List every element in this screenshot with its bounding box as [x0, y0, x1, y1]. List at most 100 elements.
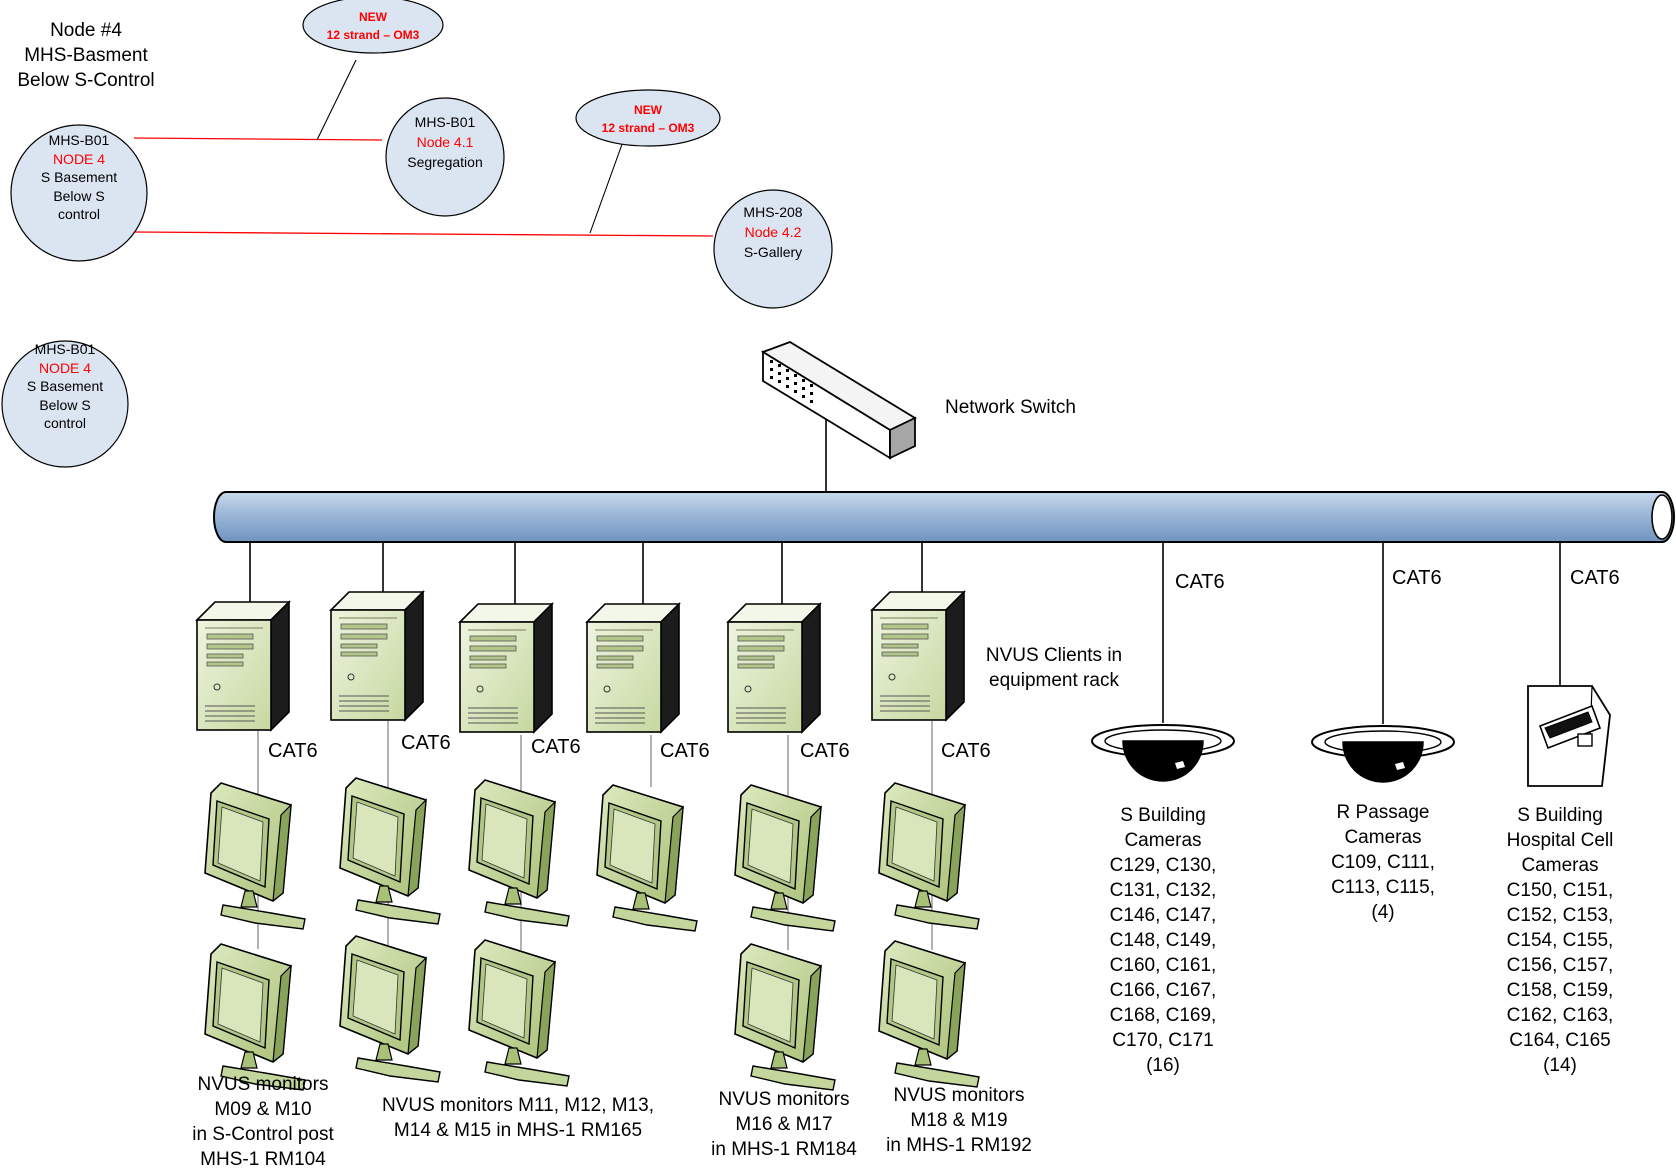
lcd-monitor-icon — [878, 782, 980, 930]
node-title-line: Node #4 — [50, 20, 122, 41]
monitor-group-2-label: NVUS monitors M11, M12, M13, M14 & M15 i… — [358, 1093, 678, 1143]
fiber-callout-1-label: NEW 12 strand – OM3 — [303, 8, 443, 44]
node-location: Below S — [39, 396, 91, 413]
camera-group-line: (4) — [1371, 902, 1395, 923]
camera-group-line: C170, C171 — [1112, 1030, 1214, 1051]
node-4-2-label: MHS-208 Node 4.2 S-Gallery — [713, 202, 833, 262]
camera-group-line: C113, C115, — [1331, 877, 1435, 898]
callout-pointer-2 — [589, 135, 626, 234]
server-tower-icon — [727, 603, 821, 733]
box-camera-icon — [1527, 685, 1611, 787]
cable-label: CAT6 — [268, 740, 318, 762]
camera-group-line: C160, C161, — [1109, 955, 1217, 976]
monitor-group-line: NVUS monitors — [718, 1089, 850, 1110]
cable-label: CAT6 — [1392, 567, 1442, 589]
lcd-monitor-icon — [204, 943, 306, 1091]
node-location: Segregation — [407, 154, 483, 170]
camera-group-line: C129, C130, — [1109, 855, 1217, 876]
lcd-monitor-icon — [468, 939, 570, 1087]
lcd-monitor-icon — [596, 784, 698, 932]
monitor-group-line: NVUS monitors — [893, 1085, 1025, 1106]
monitor-group-line: M16 & M17 — [735, 1114, 833, 1135]
server-tower-icon — [330, 591, 424, 721]
lcd-monitor-icon — [734, 784, 836, 932]
fiber-callout-1 — [302, 0, 444, 54]
cable-label: CAT6 — [531, 736, 581, 758]
monitor-group-line: NVUS monitors — [197, 1074, 329, 1095]
node-4-copy-circle — [1, 340, 129, 468]
fiber-callout-line: NEW — [359, 10, 387, 24]
node-4-1-label: MHS-B01 Node 4.1 Segregation — [385, 112, 505, 172]
monitor-group-line: MHS-1 RM104 — [200, 1149, 326, 1170]
cable-label: CAT6 — [401, 732, 451, 754]
camera-group-line: C156, C157, — [1506, 955, 1614, 976]
node-location: S Basement — [26, 378, 104, 394]
monitor-group-line: NVUS monitors M11, M12, M13, — [381, 1095, 655, 1116]
camera-group-2-label: R Passage Cameras C109, C111, C113, C115… — [1308, 800, 1458, 925]
node-4-2-circle — [713, 189, 833, 309]
camera-group-1-label: S Building Cameras C129, C130, C131, C13… — [1088, 803, 1238, 1078]
fiber-link-node41 — [133, 137, 383, 141]
monitor-group-line: in MHS-1 RM184 — [711, 1139, 857, 1160]
fiber-callout-line: NEW — [634, 103, 662, 117]
server-tower-icon — [871, 591, 965, 721]
camera-group-line: S Building — [1517, 805, 1603, 826]
dome-camera-icon — [1311, 725, 1455, 783]
node-location: control — [57, 206, 101, 222]
fiber-callout-2 — [575, 89, 721, 147]
node-location: control — [43, 415, 87, 431]
camera-group-line: C154, C155, — [1506, 930, 1614, 951]
node-number: NODE 4 — [38, 359, 92, 376]
node-4-copy-label: MHS-B01 NODE 4 S Basement Below S contro… — [0, 340, 130, 433]
camera-group-line: Cameras — [1124, 830, 1202, 851]
monitor-group-1-label: NVUS monitors M09 & M10 in S-Control pos… — [163, 1072, 363, 1172]
monitor-group-line: in S-Control post — [192, 1124, 334, 1145]
fiber-callout-line: 12 strand – OM3 — [601, 121, 695, 135]
nvus-clients-label: NVUS Clients in equipment rack — [968, 643, 1140, 693]
node-location: S Basement — [40, 169, 118, 185]
camera-group-line: C148, C149, — [1109, 930, 1217, 951]
node-4-1-circle — [385, 97, 505, 217]
cable-label: CAT6 — [800, 740, 850, 762]
fiber-link-node42 — [133, 231, 714, 237]
node-number: Node 4.2 — [744, 224, 802, 240]
monitor-group-line: M09 & M10 — [214, 1099, 312, 1120]
lcd-monitor-icon — [468, 779, 570, 927]
camera-group-line: R Passage — [1336, 802, 1430, 823]
network-switch-label: Network Switch — [945, 397, 1076, 418]
camera-group-line: C162, C163, — [1506, 1005, 1614, 1026]
node-title: Node #4 MHS-Basment Below S-Control — [0, 18, 172, 93]
monitor-group-line: M18 & M19 — [910, 1110, 1008, 1131]
ethernet-backbone — [213, 491, 1675, 543]
lcd-monitor-icon — [878, 940, 980, 1088]
camera-group-3-label: S Building Hospital Cell Cameras C150, C… — [1485, 803, 1635, 1078]
camera-group-line: C152, C153, — [1506, 905, 1614, 926]
node-number: Node 4.1 — [416, 134, 474, 150]
cable-label: CAT6 — [941, 740, 991, 762]
lcd-monitor-icon — [204, 782, 306, 930]
clients-label-line: equipment rack — [989, 670, 1119, 691]
camera-group-line: C164, C165 — [1509, 1030, 1611, 1051]
cable-label: CAT6 — [1570, 567, 1620, 589]
node-id: MHS-B01 — [48, 132, 110, 148]
camera-group-line: C158, C159, — [1506, 980, 1614, 1001]
camera-group-line: C166, C167, — [1109, 980, 1217, 1001]
camera-group-line: C109, C111, — [1331, 852, 1435, 873]
node-title-line: MHS-Basment — [24, 45, 148, 66]
camera-group-line: Cameras — [1521, 855, 1599, 876]
node-location: Below S — [53, 187, 105, 204]
server-tower-icon — [586, 603, 680, 733]
node-id: MHS-208 — [743, 204, 803, 220]
node-title-line: Below S-Control — [17, 70, 155, 91]
monitor-group-line: in MHS-1 RM192 — [886, 1135, 1032, 1156]
lcd-monitor-icon — [734, 943, 836, 1091]
dome-camera-icon — [1091, 724, 1235, 782]
lcd-monitor-icon — [339, 935, 441, 1083]
cable-label: CAT6 — [1175, 571, 1225, 593]
camera-group-line: Hospital Cell — [1506, 830, 1614, 851]
node-id: MHS-B01 — [414, 114, 476, 130]
server-tower-icon — [196, 601, 290, 731]
callout-pointer-1 — [316, 59, 357, 141]
node-number: NODE 4 — [52, 150, 106, 167]
network-switch-icon — [760, 341, 917, 493]
